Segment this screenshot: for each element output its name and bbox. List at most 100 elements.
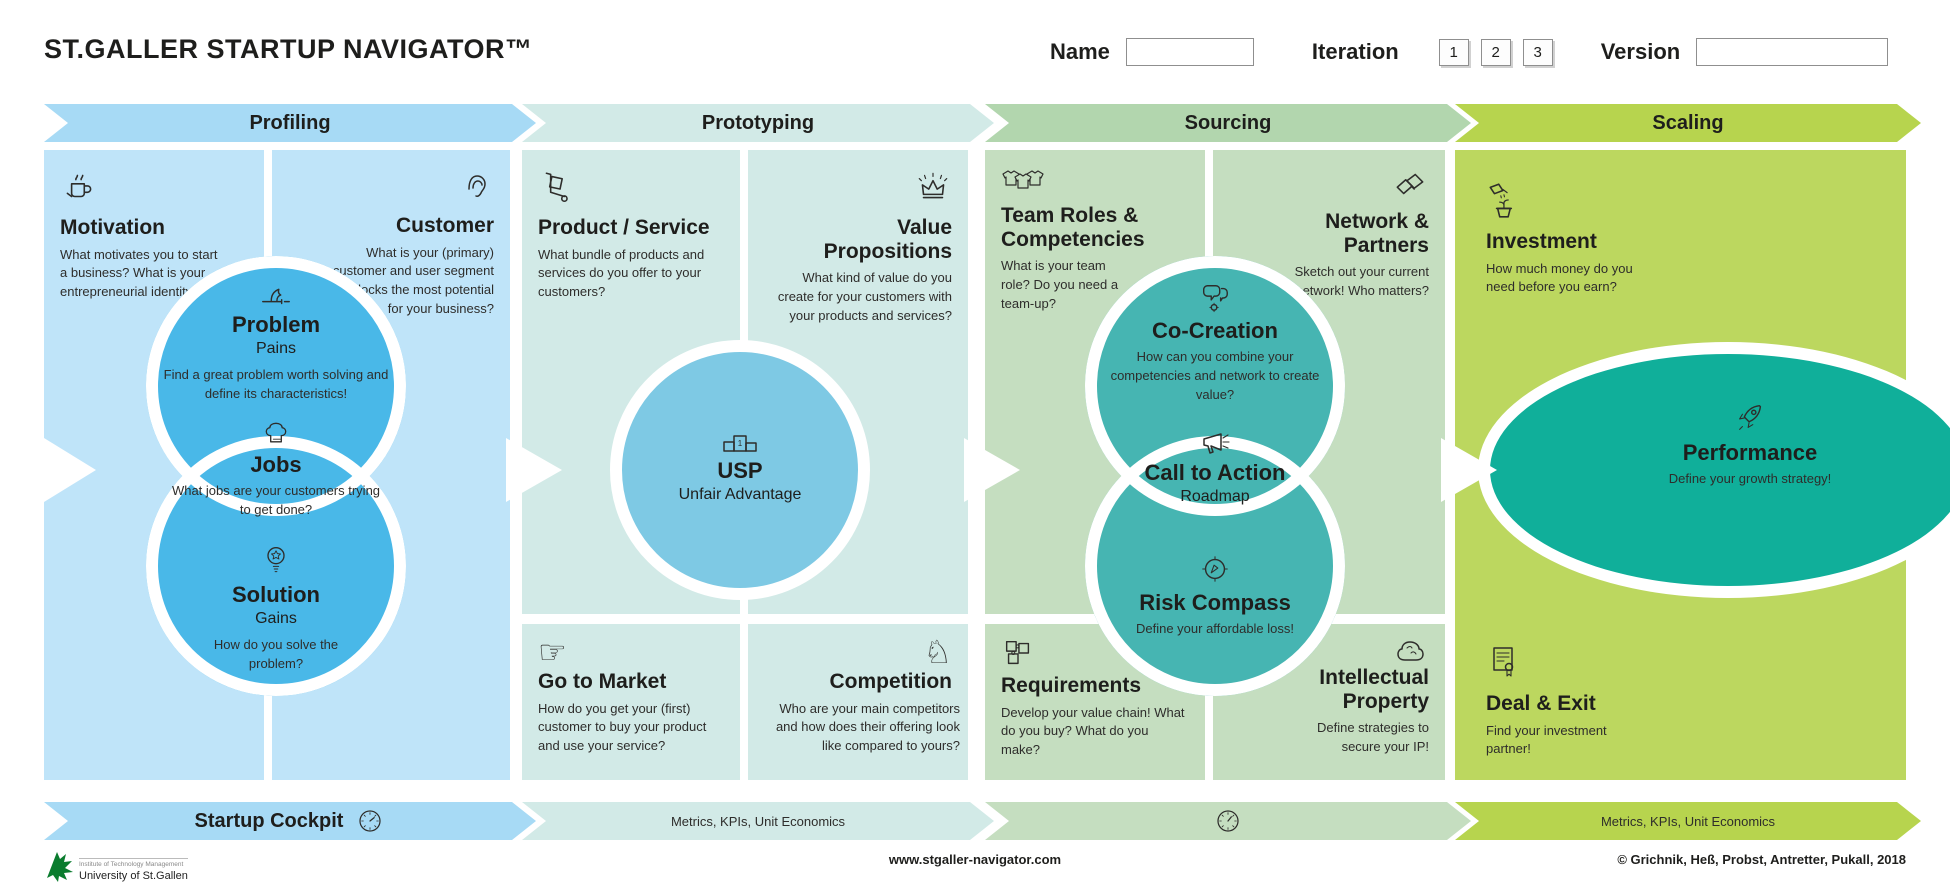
name-input[interactable] <box>1125 38 1254 66</box>
svg-text:1: 1 <box>738 439 743 448</box>
cell-desc: What kind of value do you create for you… <box>777 270 952 323</box>
phase-banner-scaling: Scaling <box>1455 104 1921 142</box>
hsg-logo-icon <box>47 852 73 882</box>
cell-title: Customer <box>395 214 494 237</box>
hand-truck-icon <box>545 172 568 203</box>
phase-banner-prototyping: Prototyping <box>522 104 994 142</box>
call-to-action-content: Call to Action Roadmap <box>1095 428 1335 512</box>
cell-desc: What bundle of products and services do … <box>538 246 705 300</box>
cell-desc: What is your team role? Do you need a te… <box>1001 258 1119 311</box>
iteration-box-2[interactable]: 2 <box>1480 38 1511 66</box>
circle-subtitle: Unfair Advantage <box>678 486 802 503</box>
university-label: University of St.Gallen <box>79 870 188 882</box>
cell-title: Value Propositions <box>823 216 952 263</box>
chef-hat-icon <box>265 422 287 443</box>
iteration-box-3[interactable]: 3 <box>1522 38 1553 66</box>
startup-cockpit-label: Startup Cockpit <box>194 809 344 832</box>
circle-desc: Find a great problem worth solving and d… <box>163 367 389 401</box>
usp-circle-content: 1 USP Unfair Advantage <box>620 428 860 510</box>
co-creation-circle-content: Co-Creation How can you combine your com… <box>1095 282 1335 405</box>
cell-desc: What motivates you to start a business? … <box>60 246 218 300</box>
cell-title: Product / Service <box>538 216 710 239</box>
phase-label: Sourcing <box>1184 111 1272 134</box>
metrics-label: Metrics, KPIs, Unit Economics <box>1600 813 1776 829</box>
iteration-box-1[interactable]: 1 <box>1438 38 1469 66</box>
gauge-icon <box>355 806 385 836</box>
gauge-banner-sourcing <box>985 802 1471 840</box>
bubbles-gear-icon <box>1203 285 1228 313</box>
chess-knight-icon: ♘ <box>923 634 952 670</box>
cell-desc: Find your investment partner! <box>1486 722 1607 757</box>
watering-plant-icon <box>1489 183 1513 218</box>
puzzle-icon <box>1005 640 1030 665</box>
cell-investment: Investment How much money do you need be… <box>1470 162 1710 315</box>
page-title: ST.GALLER STARTUP NAVIGATOR™ <box>44 34 533 64</box>
circle-title: Co-Creation <box>1152 318 1278 343</box>
cell-title: Requirements <box>1001 674 1142 697</box>
crown-icon <box>918 172 948 199</box>
cell-desc: Who are your main competitors and how do… <box>775 700 960 754</box>
megaphone-icon <box>1203 433 1230 454</box>
cell-title: Intellectual Property <box>1319 666 1429 713</box>
iteration-label: Iteration <box>1311 39 1399 64</box>
phase-banner-profiling: Profiling <box>44 104 536 142</box>
handshake-icon <box>1396 173 1424 195</box>
cell-title: Motivation <box>60 216 165 239</box>
header-controls: Name Iteration 1 2 3 Version <box>1050 38 1912 66</box>
cell-go-to-market: ☞ Go to Market How do you get your (firs… <box>522 624 740 780</box>
cell-title: Competition <box>829 670 952 693</box>
jobs-circle-content: Jobs What jobs are your customers trying… <box>156 418 396 520</box>
circle-desc: Define your affordable loss! <box>1135 621 1295 636</box>
circle-title: Call to Action <box>1144 460 1286 485</box>
circle-title: Jobs <box>250 452 302 477</box>
circle-title: Problem <box>231 312 321 337</box>
metrics-label: Metrics, KPIs, Unit Economics <box>670 813 846 829</box>
circle-subtitle: Roadmap <box>1180 488 1250 505</box>
cell-desc: Sketch out your current network! Who mat… <box>1294 264 1429 298</box>
certificate-icon <box>1493 647 1514 677</box>
cell-requirements: Requirements Develop your value chain! W… <box>985 624 1205 780</box>
circle-desc: How do you solve the problem? <box>213 637 339 671</box>
cell-deal-exit: Deal & Exit Find your investment partner… <box>1470 626 1710 777</box>
lightbulb-star-icon <box>267 547 285 573</box>
dragon-sword-icon <box>262 288 290 305</box>
risk-compass-content: Risk Compass Define your affordable loss… <box>1095 552 1335 639</box>
coffee-cup-icon <box>66 174 92 198</box>
phase-label: Profiling <box>249 111 331 134</box>
cell-title: Team Roles & Competencies <box>1001 204 1145 251</box>
cell-desc: Develop your value chain! What do you bu… <box>1001 704 1185 758</box>
circle-title: USP <box>717 458 763 483</box>
gauge-icon <box>1213 806 1243 836</box>
performance-content: Performance Define your growth strategy! <box>1620 400 1880 489</box>
solution-circle-content: Solution Gains How do you solve the prob… <box>156 544 396 674</box>
cell-desc: What is your (primary) customer and user… <box>318 244 494 317</box>
podium-icon: 1 <box>723 435 757 452</box>
copyright-text: © Grichnik, Heß, Probst, Antretter, Puka… <box>1617 852 1906 867</box>
cell-desc: How much money do you need before you ea… <box>1486 260 1633 295</box>
circle-desc: How can you combine your competencies an… <box>1110 349 1320 402</box>
version-label: Version <box>1600 39 1681 64</box>
website-url: www.stgaller-navigator.com <box>888 852 1062 867</box>
startup-cockpit-banner: Startup Cockpit <box>44 802 536 840</box>
tshirts-icon <box>1002 170 1044 189</box>
compass-icon <box>1202 556 1228 582</box>
cell-title: Investment <box>1486 230 1597 253</box>
pointing-hand-icon: ☞ <box>538 634 567 670</box>
metrics-banner-prototyping: Metrics, KPIs, Unit Economics <box>522 802 994 840</box>
circle-subtitle: Pains <box>255 340 297 357</box>
problem-circle-content: Problem Pains Find a great problem worth… <box>156 282 396 404</box>
version-input[interactable] <box>1696 38 1889 66</box>
rocket-icon <box>1739 405 1762 430</box>
metrics-banner-scaling: Metrics, KPIs, Unit Economics <box>1455 802 1921 840</box>
cell-desc: Define strategies to secure your IP! <box>1316 720 1429 754</box>
circle-desc: Define your growth strategy! <box>1668 471 1832 486</box>
ear-icon <box>468 175 486 197</box>
institute-label: Institute of Technology Management <box>79 858 188 868</box>
cell-title: Network & Partners <box>1325 210 1429 257</box>
cell-title: Deal & Exit <box>1486 692 1596 715</box>
cell-competition: ♘ Competition Who are your main competit… <box>748 624 968 780</box>
cell-desc: How do you get your (first) customer to … <box>538 700 707 754</box>
circle-desc: What jobs are your customers trying to g… <box>171 483 381 517</box>
university-logo: Institute of Technology Management Unive… <box>44 846 188 882</box>
